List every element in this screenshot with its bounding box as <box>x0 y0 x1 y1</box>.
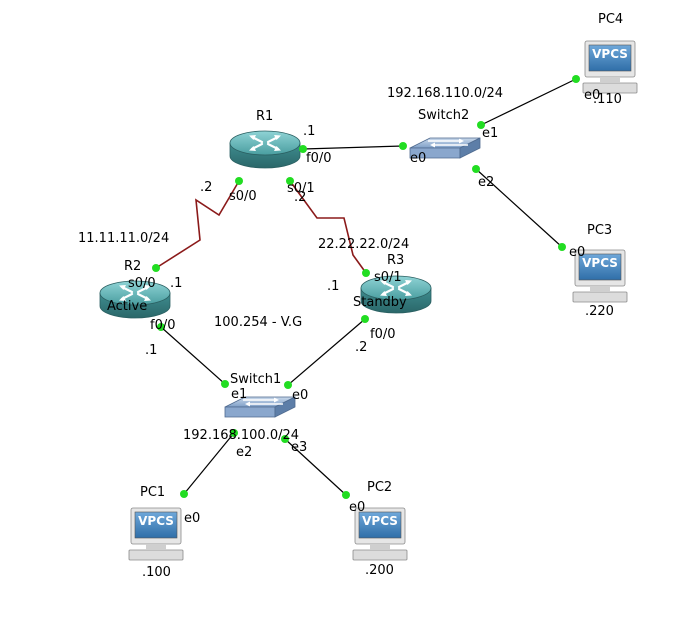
pc3-screen-label: VPCS <box>582 256 618 270</box>
pc2-host: .200 <box>365 563 394 578</box>
router-r1-icon[interactable] <box>228 129 302 170</box>
r3-f00-address: .2 <box>355 340 367 355</box>
port-dot-pc4-e0 <box>572 75 580 83</box>
link-r1-switch2[interactable] <box>302 145 404 150</box>
pc2-e0-label: e0 <box>349 500 365 515</box>
port-dot-sw2-e2 <box>472 165 480 173</box>
port-dots <box>152 75 580 499</box>
link-switch1-pc1[interactable] <box>183 432 235 495</box>
pc3-name: PC3 <box>587 223 612 238</box>
port-dot-pc1-e0 <box>180 490 188 498</box>
port-dot-pc3-e0 <box>558 243 566 251</box>
sw1-e1-label: e1 <box>231 387 247 402</box>
pc1-name: PC1 <box>140 485 165 500</box>
port-dot-sw2-e1 <box>477 121 485 129</box>
r2-f00-label: f0/0 <box>150 318 176 333</box>
r1-s01-address: .2 <box>294 190 306 205</box>
port-dot-r3-f00 <box>361 315 369 323</box>
r2-f00-address: .1 <box>145 343 157 358</box>
port-dot-r3-s01 <box>362 269 370 277</box>
r2-s00-label: s0/0 <box>128 276 156 291</box>
sw2-e2-label: e2 <box>478 175 494 190</box>
r1-name: R1 <box>256 109 273 124</box>
port-dot-r2-s00 <box>152 264 160 272</box>
serial-links <box>155 180 367 274</box>
pc4-screen-label: VPCS <box>592 47 628 61</box>
port-dot-sw1-e2 <box>230 429 238 437</box>
r3-name: R3 <box>387 253 404 268</box>
pc3-e0-label: e0 <box>569 245 585 260</box>
pc4-host: .110 <box>593 92 622 107</box>
sw1-e3-label: e3 <box>291 440 307 455</box>
network-sw1-lan: 192.168.100.0/24 <box>183 428 299 443</box>
pc1-host: .100 <box>142 565 171 580</box>
sw1-e2-label: e2 <box>236 445 252 460</box>
r3-s01-label: s0/1 <box>374 270 402 285</box>
pc1-screen-label: VPCS <box>138 514 174 528</box>
switch2-name: Switch2 <box>418 108 469 123</box>
network-r1-r2: 11.11.11.0/24 <box>78 231 169 246</box>
sw2-e0-label: e0 <box>410 151 426 166</box>
port-dot-pc2-e0 <box>342 491 350 499</box>
sw1-e0-label: e0 <box>292 388 308 403</box>
pc4-name: PC4 <box>598 12 623 27</box>
r2-s00-address: .1 <box>170 276 182 291</box>
pc4-e0-label: e0 <box>584 88 600 103</box>
port-dot-r1-f00 <box>299 145 307 153</box>
port-dot-r1-s01 <box>286 177 294 185</box>
pc1-e0-label: e0 <box>184 511 200 526</box>
port-dot-sw1-e3 <box>281 435 289 443</box>
serial-r1-r2[interactable] <box>155 180 240 269</box>
port-dot-sw1-e0 <box>284 381 292 389</box>
network-sw2-lan: 192.168.110.0/24 <box>387 86 503 101</box>
sw2-e1-label: e1 <box>482 126 498 141</box>
port-dot-sw1-e1 <box>221 380 229 388</box>
r2-role: Active <box>107 299 147 314</box>
r1-f00-address: .1 <box>303 124 315 139</box>
network-r1-r3: 22.22.22.0/24 <box>318 237 409 252</box>
r1-s01-label: s0/1 <box>287 181 315 196</box>
r1-s00-address: .2 <box>200 180 212 195</box>
r3-s01-address: .1 <box>327 279 339 294</box>
link-switch1-pc2[interactable] <box>284 438 347 496</box>
link-switch2-pc4[interactable] <box>480 78 577 126</box>
r3-f00-label: f0/0 <box>370 327 396 342</box>
pc3-host: .220 <box>585 304 614 319</box>
links <box>160 78 577 496</box>
pc2-screen-label: VPCS <box>362 514 398 528</box>
link-r3-switch1[interactable] <box>287 318 366 386</box>
port-dot-r1-s00 <box>235 177 243 185</box>
serial-r1-r3[interactable] <box>289 180 367 274</box>
r1-s00-label: s0/0 <box>229 189 257 204</box>
link-switch2-pc3[interactable] <box>475 168 563 248</box>
switch1-name: Switch1 <box>230 372 281 387</box>
r3-role: Standby <box>353 295 407 310</box>
virtual-gateway-label: 100.254 - V.G <box>214 315 302 330</box>
pc2-name: PC2 <box>367 480 392 495</box>
port-dot-sw2-e0 <box>399 142 407 150</box>
r2-name: R2 <box>124 259 141 274</box>
port-dot-r2-f00 <box>157 323 165 331</box>
r1-f00-label: f0/0 <box>306 151 332 166</box>
link-r2-switch1[interactable] <box>160 326 226 385</box>
